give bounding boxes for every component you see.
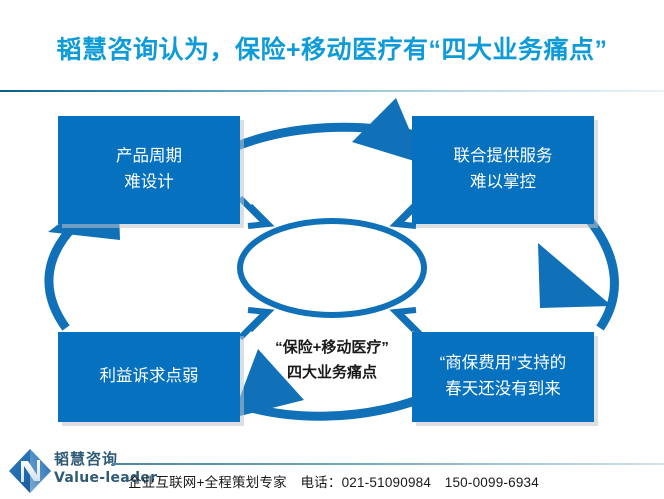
logo-name-en: Value-leader: [54, 470, 158, 486]
center-ellipse: [237, 195, 427, 341]
title-divider: [0, 90, 664, 92]
footer-divider: [112, 463, 664, 465]
pain-point-line-2: 春天还没有到来: [445, 380, 561, 398]
pain-point-box-top-right[interactable]: 联合提供服务 难以掌控: [412, 116, 594, 224]
pain-point-line-1: 产品周期: [116, 147, 182, 166]
pain-point-box-bottom-right[interactable]: “商保费用”支持的 春天还没有到来: [412, 332, 594, 422]
diagram-arrows: [44, 98, 619, 421]
pain-point-line-1: “商保费用”支持的: [439, 354, 567, 373]
pain-point-box-top-left[interactable]: 产品周期 难设计: [58, 116, 240, 224]
arrow-top: [230, 98, 424, 164]
page-title: 韬慧咨询认为，保险+移动医疗有“四大业务痛点”: [56, 36, 608, 64]
arrow-right: [538, 213, 619, 331]
pain-point-line-2: 难设计: [124, 173, 174, 191]
footer: 韬慧咨询 Value-leader 企业互联网+全程策划专家 电话：021-51…: [0, 441, 664, 499]
arrow-bottom: [232, 349, 422, 421]
pain-point-box-bottom-left[interactable]: 利益诉求点弱: [58, 332, 240, 422]
logo-name-cn: 韬慧咨询: [54, 451, 119, 468]
company-logo: 韬慧咨询 Value-leader: [8, 446, 157, 494]
footer-tagline: 企业互联网+全程策划专家 电话：021-51090984 150-0099-69…: [128, 475, 539, 490]
cycle-diagram: 产品周期 难设计 联合提供服务 难以掌控 利益诉求点弱 “商保费用”支持的 春天…: [0, 96, 664, 441]
pain-point-line-1: 利益诉求点弱: [99, 367, 199, 386]
pain-point-line-1: 联合提供服务: [453, 147, 553, 166]
diamond-n-logo-icon: [9, 449, 51, 493]
pain-point-line-2: 难以掌控: [470, 173, 536, 191]
